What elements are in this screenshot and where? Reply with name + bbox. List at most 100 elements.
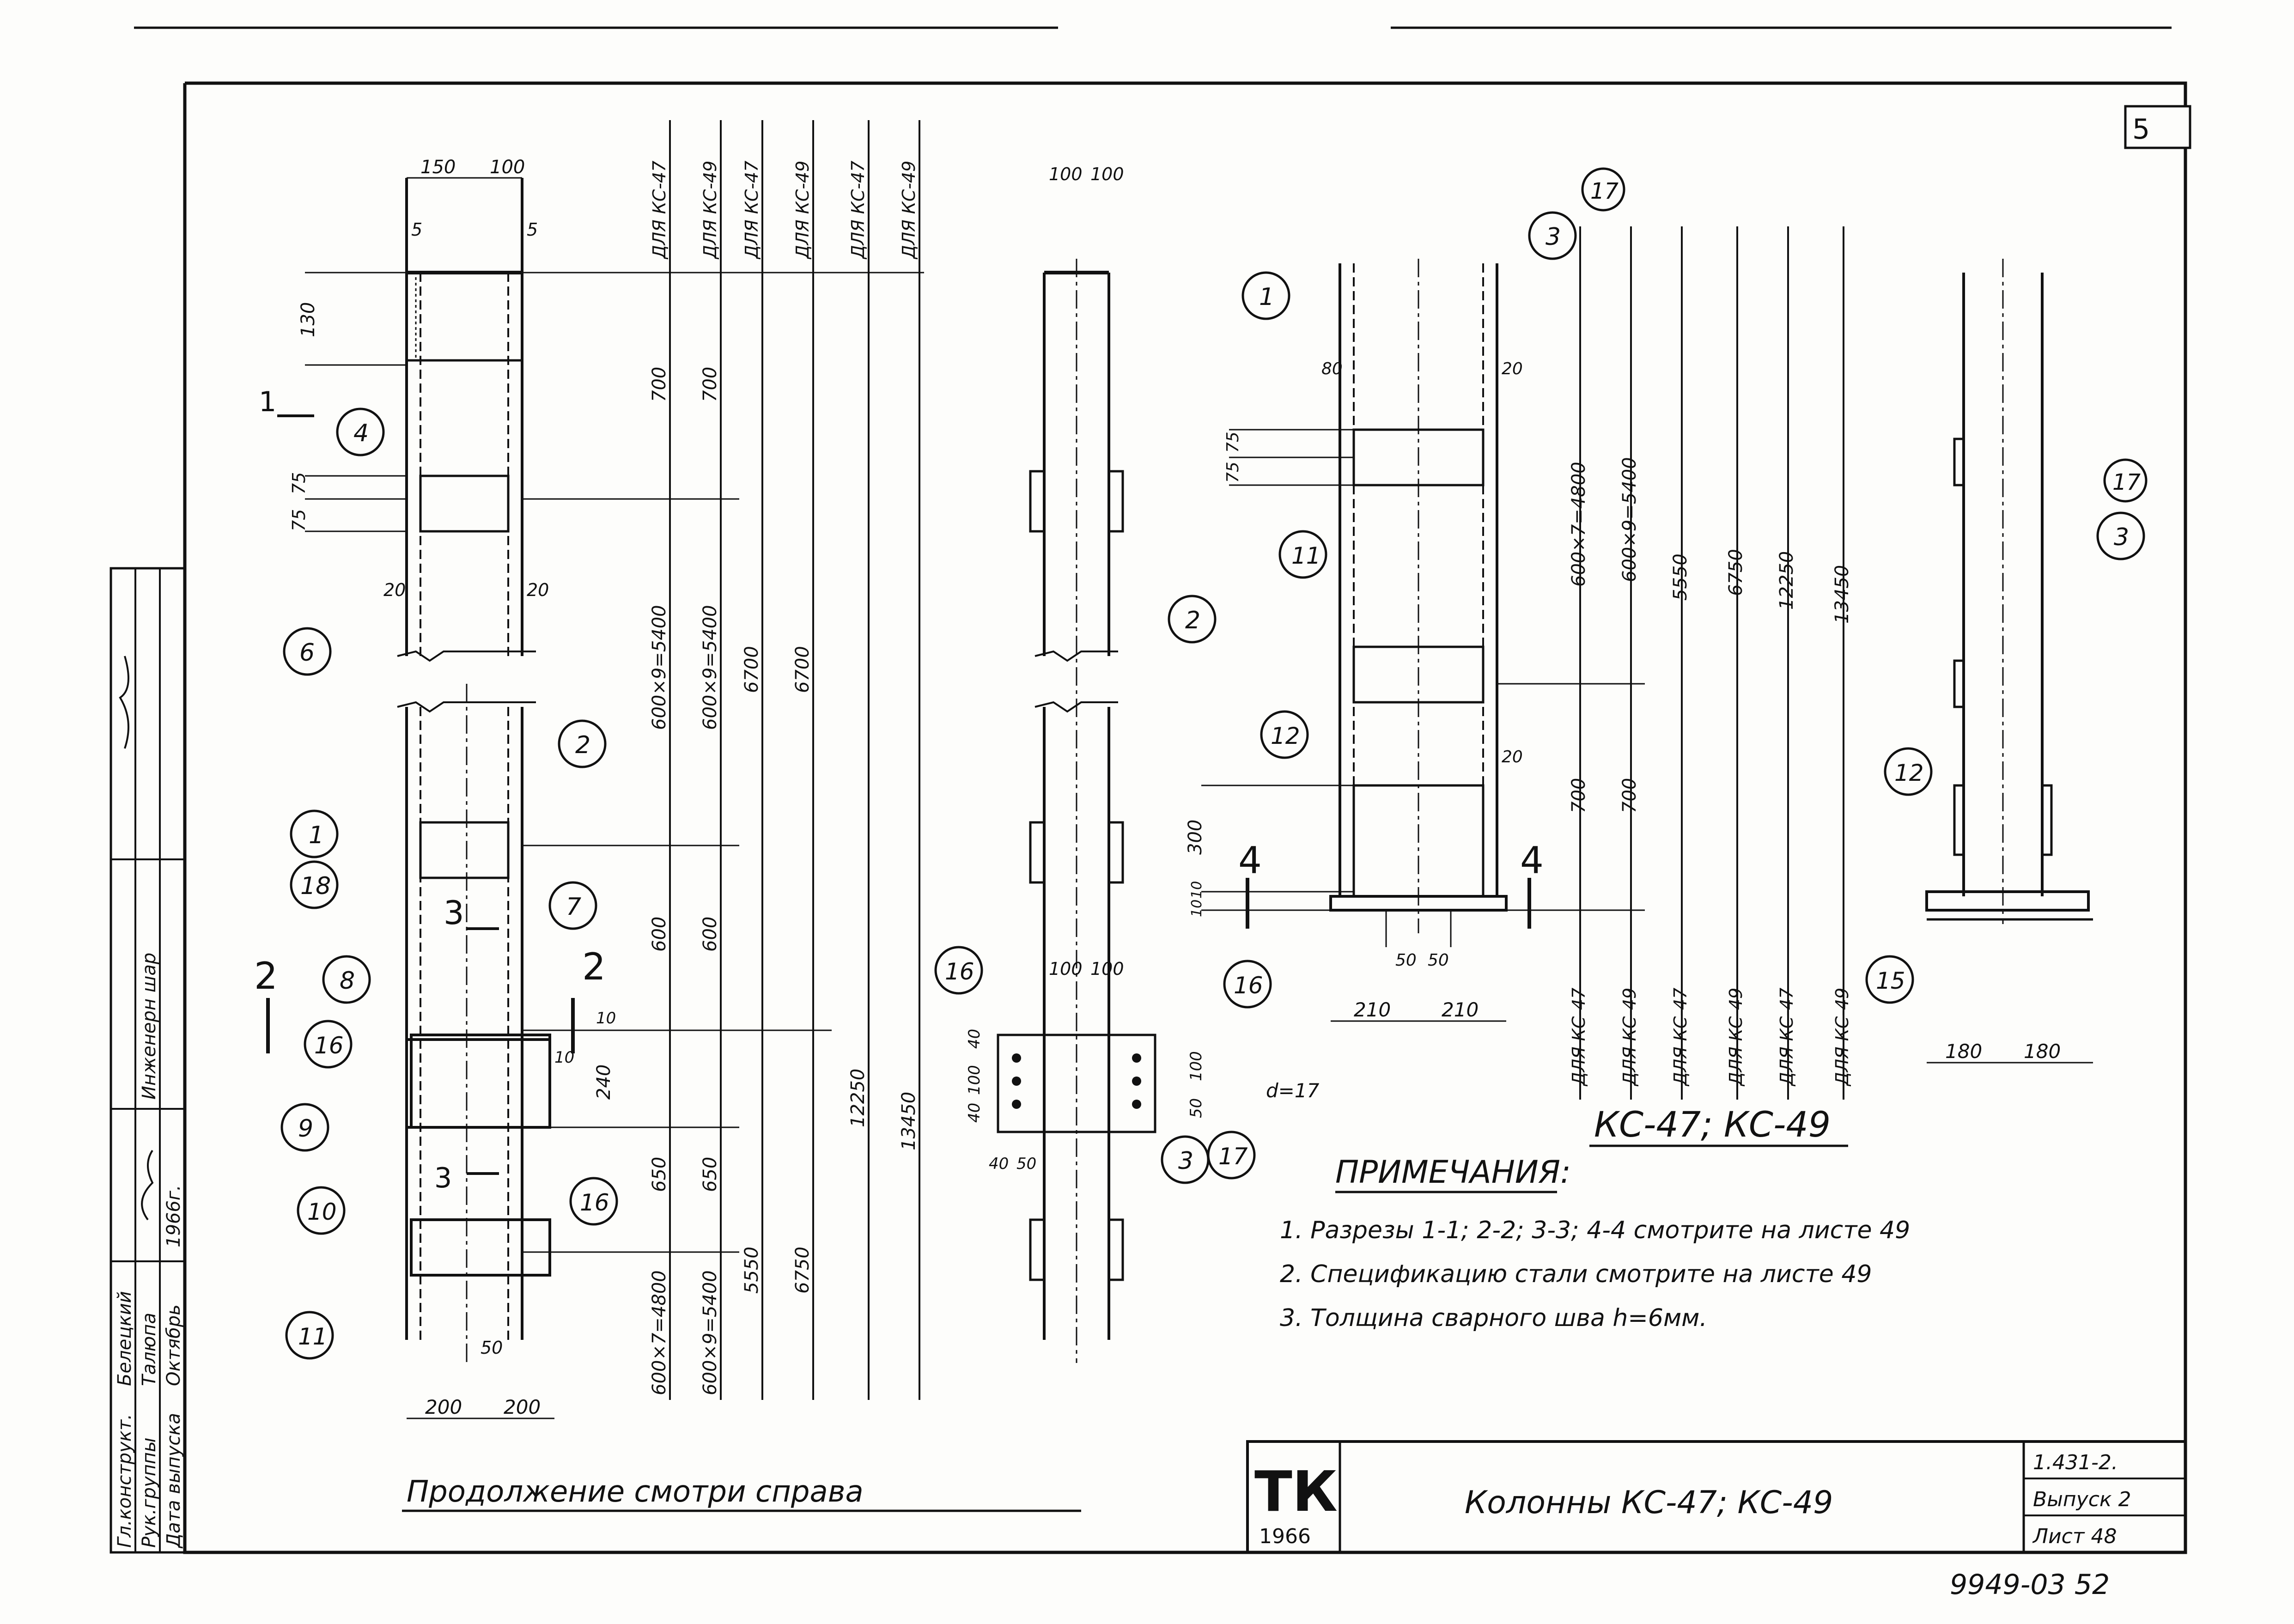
dim: 40	[965, 1029, 984, 1049]
dim: 13450	[898, 1092, 919, 1150]
dim: 50	[481, 1338, 503, 1358]
dim: 180	[2024, 1040, 2061, 1063]
marker-label: 2	[575, 731, 590, 759]
dim: 20	[1502, 748, 1523, 766]
dim: 75	[289, 509, 309, 531]
dim: 700	[700, 367, 721, 402]
view-title: КС-47; КС-49	[1594, 1104, 1831, 1145]
dim: 10	[596, 1009, 616, 1028]
left-stamp: Гл.конструкт. Рук.группы Дата выпуска Бе…	[110, 567, 186, 1554]
marker-label: 10	[307, 1198, 337, 1225]
column-header: ДЛЯ КС-49	[1832, 988, 1852, 1087]
notes-title: ПРИМЕЧАНИЯ:	[1335, 1154, 1571, 1191]
dim: 20	[527, 580, 549, 600]
dim: 150	[420, 157, 456, 178]
dim: 240	[593, 1064, 615, 1100]
org-logo: ТК	[1254, 1460, 1338, 1524]
dim: 10	[1189, 900, 1205, 917]
section-label: 2	[582, 945, 606, 988]
column-elevation-c: 80 20 75 75 20 300 10 10 50 50 210 210	[1185, 259, 1523, 1022]
section-label: 3	[434, 1162, 452, 1194]
dim: 5550	[741, 1247, 762, 1294]
stamp-name-1: Белецкий	[114, 1291, 135, 1386]
dim: 650	[700, 1157, 721, 1192]
dim: 100	[1187, 1051, 1205, 1081]
column-elevation-a	[397, 178, 551, 1363]
column-header: ДЛЯ КС-47	[1670, 988, 1691, 1087]
dim: 75	[1223, 462, 1242, 483]
sheet-number-top: 5	[2132, 113, 2150, 146]
dim: 75	[289, 472, 309, 494]
dim: d=17	[1266, 1079, 1320, 1102]
dim: 50	[1395, 951, 1417, 970]
dim: 50	[1016, 1155, 1036, 1173]
dim: 180	[1945, 1040, 1982, 1063]
dim: 100	[1049, 959, 1083, 979]
sheet-border	[183, 81, 2187, 1554]
dim: 75	[1223, 432, 1242, 453]
dim: 50	[1187, 1098, 1205, 1118]
section-label: 1	[259, 386, 276, 418]
stamp-row-1: Гл.конструкт.	[114, 1414, 135, 1548]
column-elevation-b: 100 100 100 100 40 100 40 40 50 100 50 d…	[965, 164, 1320, 1363]
stamp-name-3: Октябрь	[163, 1304, 184, 1386]
marker-label: 12	[1894, 760, 1924, 786]
stamp-year: 1966г.	[163, 1185, 184, 1247]
dim: 20	[383, 580, 406, 600]
section-label: 4	[1520, 839, 1544, 882]
notes-block: ПРИМЕЧАНИЯ: 1. Разрезы 1-1; 2-2; 3-3; 4-…	[1280, 1154, 1910, 1332]
stamp-signature	[119, 656, 129, 749]
dim: 6700	[792, 646, 813, 693]
dim: 100	[965, 1065, 984, 1095]
marker-label: 8	[340, 967, 355, 995]
dim: 700	[1568, 778, 1589, 813]
dim: 20	[1502, 359, 1523, 378]
dim: 100	[1090, 164, 1124, 184]
sheet-number-box	[2124, 105, 2191, 149]
dim: 600	[649, 917, 670, 952]
note-item: 3. Толщина сварного шва h=6мм.	[1280, 1304, 1707, 1332]
marker-label: 16	[314, 1032, 344, 1059]
dim: 6750	[792, 1247, 813, 1294]
dim: 300	[1185, 820, 1206, 855]
section-label: 2	[254, 955, 278, 998]
column-header: ДЛЯ КС-49	[792, 161, 813, 260]
dim: 12250	[847, 1069, 869, 1127]
dim: 700	[1619, 778, 1640, 813]
marker-label: 7	[566, 893, 581, 921]
marker-label: 3	[2114, 523, 2129, 551]
dim: 210	[1354, 998, 1391, 1021]
marker-label: 17	[1218, 1143, 1248, 1170]
dim: 10	[1189, 881, 1205, 899]
dim: 600×7=4800	[649, 1270, 670, 1395]
marker-label: 12	[1271, 723, 1300, 749]
dim: 200	[425, 1396, 462, 1418]
stamp-signature	[141, 1150, 154, 1221]
column-header: ДЛЯ КС-49	[700, 161, 720, 260]
marker-label: 1	[309, 821, 324, 849]
dim: 6750	[1725, 549, 1746, 596]
column-header: ДЛЯ КС-47	[742, 161, 762, 260]
dim: 5550	[1670, 553, 1691, 601]
section-label: 4	[1238, 839, 1262, 882]
dim: 100	[1090, 959, 1124, 979]
marker-label: 1	[1259, 283, 1274, 311]
marker-label: 16	[1234, 972, 1263, 999]
column-header: ДЛЯ КС-47	[1569, 988, 1589, 1087]
marker-label: 16	[580, 1189, 609, 1216]
dim: 80	[1321, 359, 1343, 378]
marker-label: 2	[1185, 607, 1200, 634]
dim: 5	[411, 219, 422, 240]
marker-label: 9	[298, 1115, 313, 1143]
dim: 600	[700, 917, 721, 952]
continuation-note: Продолжение смотри справа	[407, 1475, 864, 1509]
dim: 12250	[1776, 551, 1797, 610]
dimension-chains-left: ДЛЯ КС-47 ДЛЯ КС-49 ДЛЯ КС-47 ДЛЯ КС-49 …	[649, 120, 920, 1400]
sheet-number: Лист 48	[2032, 1525, 2117, 1548]
marker-label: 17	[1590, 178, 1619, 204]
dim: 200	[504, 1396, 541, 1418]
note-item: 2. Спецификацию стали смотрите на листе …	[1280, 1260, 1872, 1288]
stamp-row-3: Дата выпуска	[163, 1413, 184, 1549]
stamp-name-2: Талюпа	[139, 1313, 160, 1386]
